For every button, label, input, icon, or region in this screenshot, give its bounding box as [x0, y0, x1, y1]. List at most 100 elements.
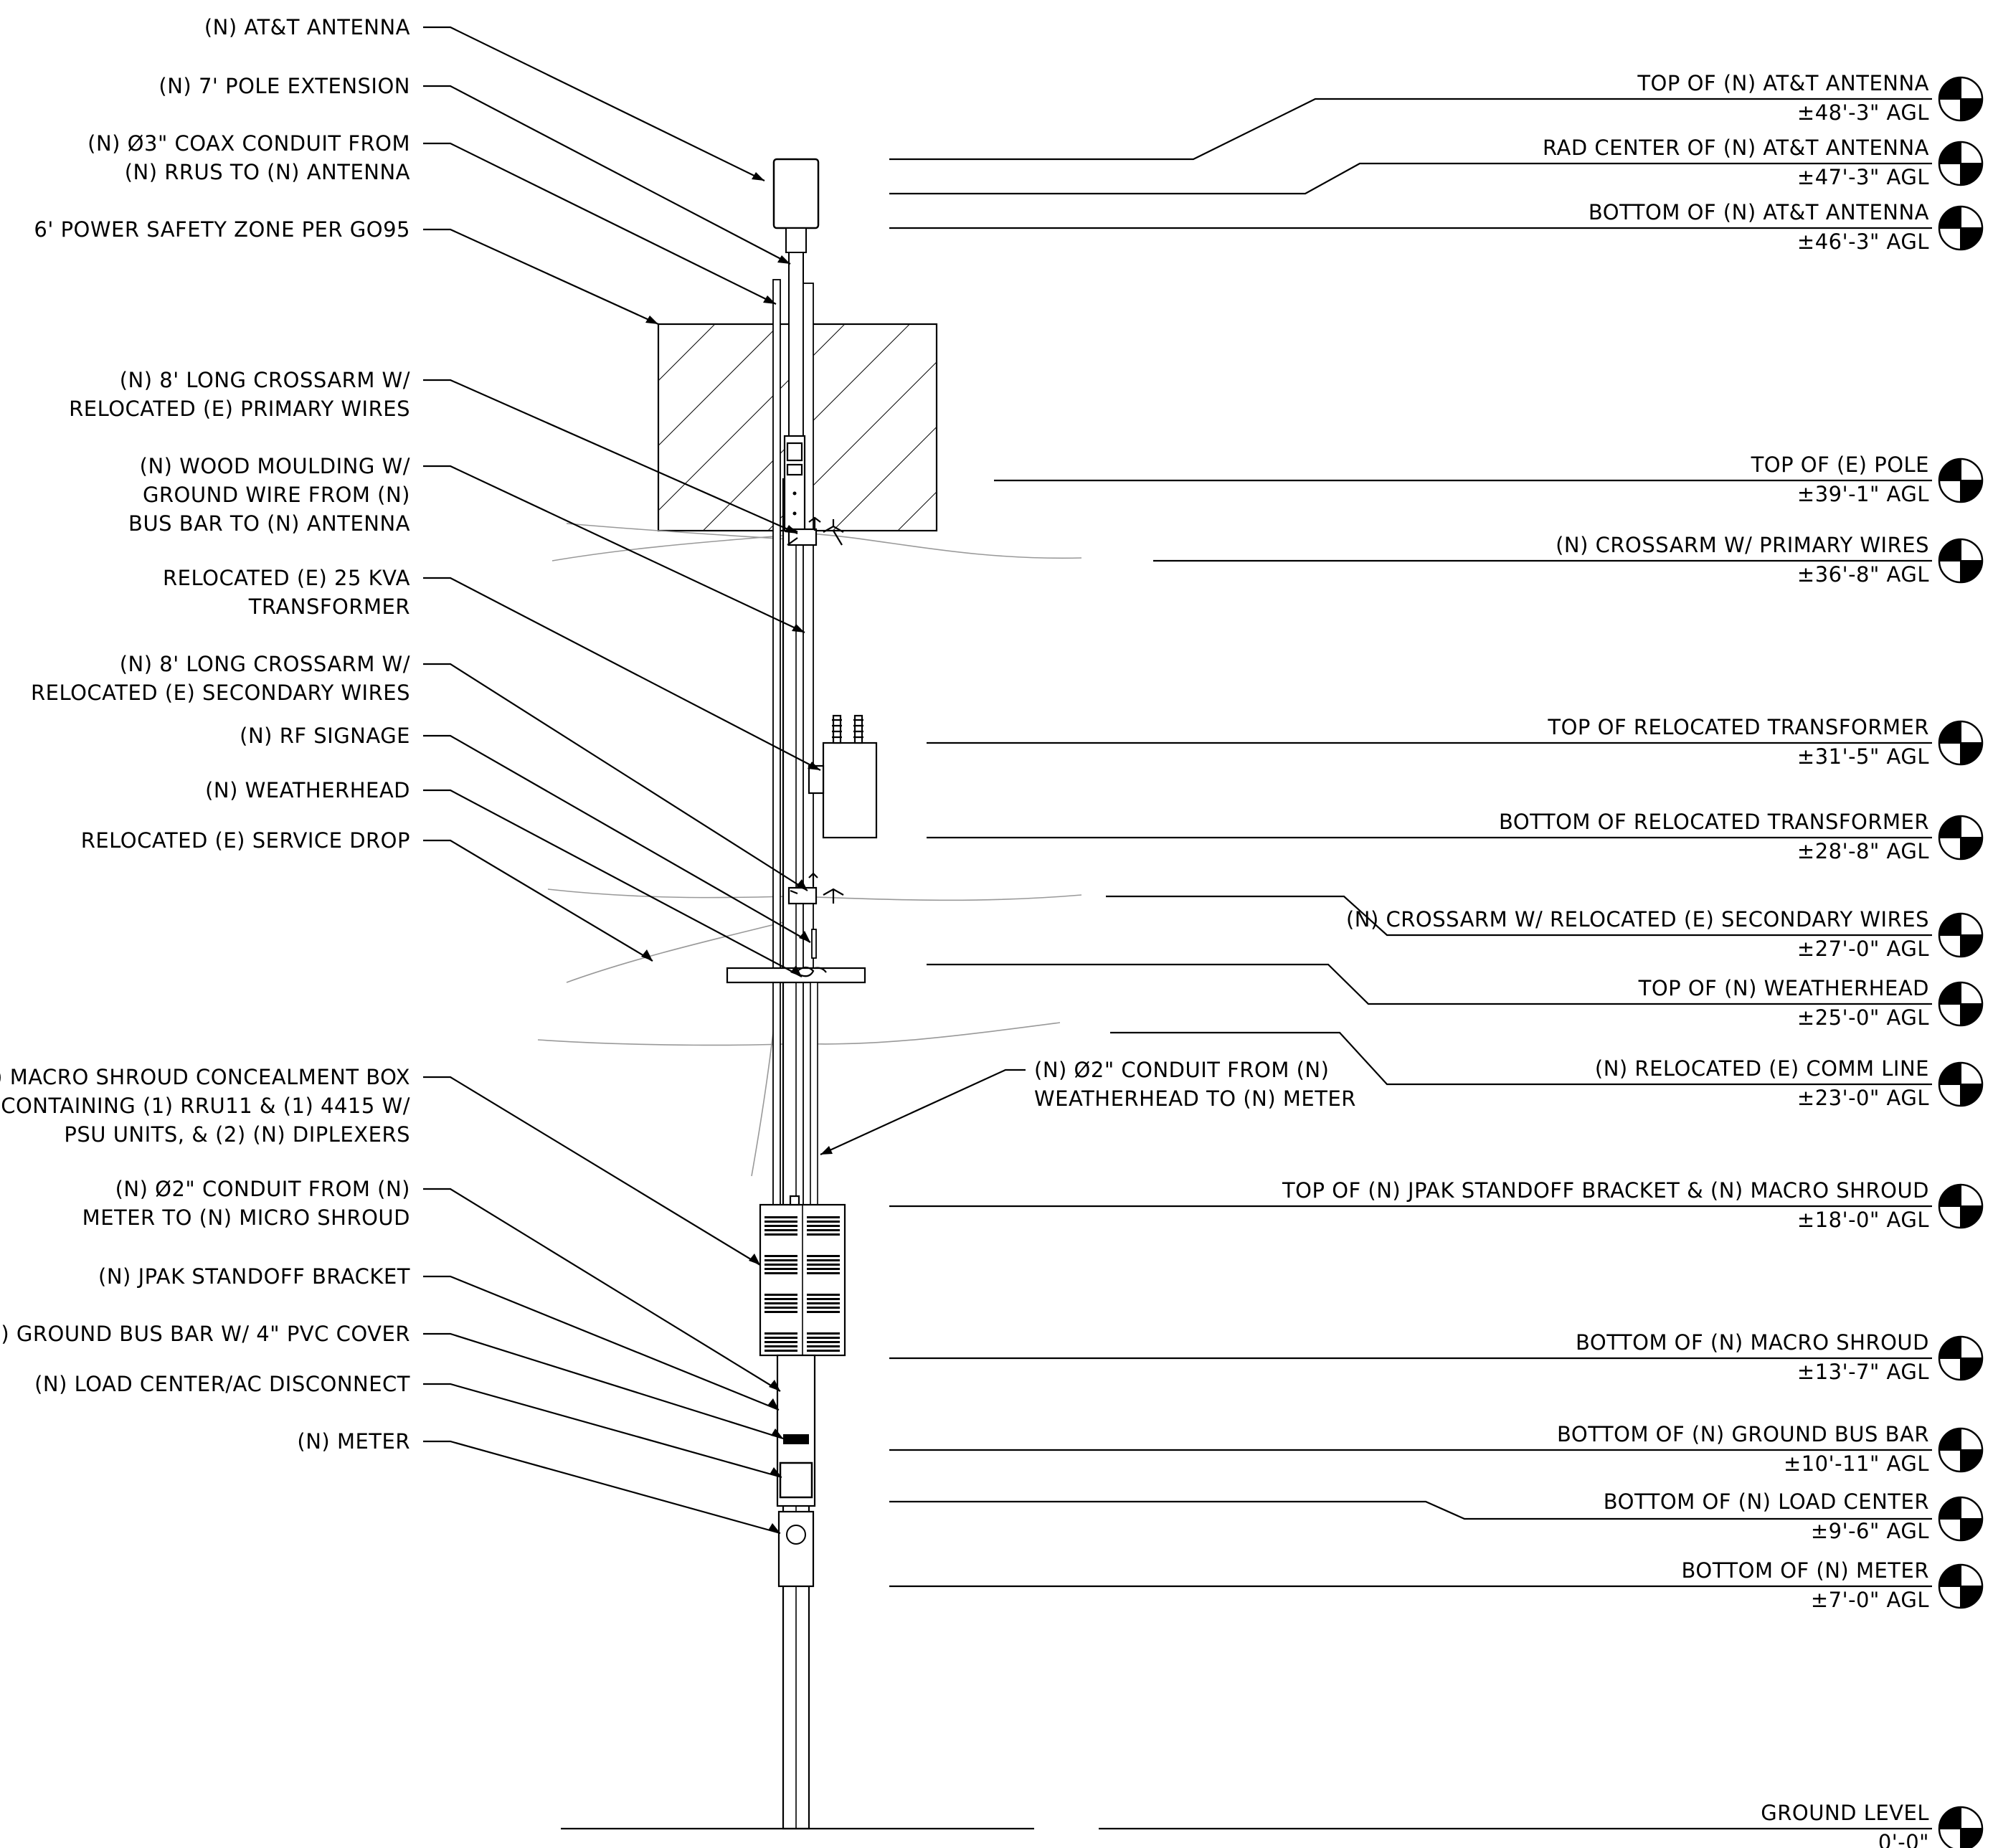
svg-text:BOTTOM OF (N) MACRO SHROUD: BOTTOM OF (N) MACRO SHROUD: [1576, 1330, 1929, 1355]
shroud-vent-slot: [807, 1268, 840, 1270]
elevation-bottom-antenna: BOTTOM OF (N) AT&T ANTENNA ±46'-3" AGL: [889, 200, 1932, 254]
elevation-datum-icon: [1938, 720, 1984, 766]
svg-text:(N) WOOD MOULDING W/: (N) WOOD MOULDING W/: [140, 454, 410, 478]
primary-wires: [566, 523, 790, 540]
svg-text:BOTTOM OF (N) GROUND BUS BAR: BOTTOM OF (N) GROUND BUS BAR: [1557, 1422, 1929, 1446]
elevation-datum-icon: [1938, 458, 1984, 503]
callout-macro-shroud: (N) MACRO SHROUD CONCEALMENT BOX CONTAIN…: [0, 1065, 761, 1266]
elevation-datum-icon: [1938, 1496, 1984, 1542]
elevation-datum-icon: [1938, 1061, 1984, 1107]
shroud-vent-slot: [764, 1233, 797, 1236]
elevation-markers: TOP OF (N) AT&T ANTENNA ±48'-3" AGL RAD …: [889, 71, 1932, 1848]
svg-text:CONTAINING (1) RRU11 & (1) 441: CONTAINING (1) RRU11 & (1) 4415 W/: [1, 1094, 410, 1118]
svg-text:(N) Ø3" COAX CONDUIT FROM: (N) Ø3" COAX CONDUIT FROM: [87, 131, 410, 156]
shroud-vent-slot: [807, 1264, 840, 1266]
svg-text:6' POWER SAFETY ZONE PER GO95: 6' POWER SAFETY ZONE PER GO95: [34, 217, 410, 242]
svg-text:METER TO (N) MICRO SHROUD: METER TO (N) MICRO SHROUD: [82, 1205, 410, 1230]
svg-text:RAD CENTER OF (N) AT&T ANTENNA: RAD CENTER OF (N) AT&T ANTENNA: [1543, 136, 1929, 160]
callout-rf-signage: (N) RF SIGNAGE: [240, 724, 811, 943]
svg-text:TOP OF RELOCATED TRANSFORMER: TOP OF RELOCATED TRANSFORMER: [1547, 715, 1929, 739]
svg-text:±48'-3" AGL: ±48'-3" AGL: [1797, 100, 1929, 125]
shroud-vent-slot: [764, 1255, 797, 1257]
svg-text:±10'-11" AGL: ±10'-11" AGL: [1784, 1451, 1929, 1476]
svg-text:TOP OF (N) WEATHERHEAD: TOP OF (N) WEATHERHEAD: [1638, 976, 1929, 1000]
elevation-crossarm-primary: (N) CROSSARM W/ PRIMARY WIRES ±36'-8" AG…: [1153, 533, 1932, 587]
elevation-top-pole: TOP OF (E) POLE ±39'-1" AGL: [994, 452, 1932, 506]
elevation-bottom-shroud: BOTTOM OF (N) MACRO SHROUD ±13'-7" AGL: [889, 1330, 1932, 1384]
shroud-vent-slot: [807, 1255, 840, 1257]
pole-top-bracket: [783, 435, 806, 532]
shroud-vent-slot: [764, 1294, 797, 1296]
elevation-datum-icon: [1938, 1183, 1984, 1229]
elevation-ground-level: GROUND LEVEL 0'-0": [1761, 1801, 1929, 1848]
elevation-datum-icon: [1938, 1563, 1984, 1609]
svg-text:±9'-6" AGL: ±9'-6" AGL: [1811, 1519, 1929, 1543]
svg-text:±36'-8" AGL: ±36'-8" AGL: [1797, 562, 1929, 587]
callout-coax-conduit: (N) Ø3" COAX CONDUIT FROM (N) RRUS TO (N…: [87, 131, 777, 305]
svg-text:±23'-0" AGL: ±23'-0" AGL: [1797, 1086, 1929, 1110]
shroud-vent-slot: [807, 1337, 840, 1339]
shroud-vent-slot: [764, 1225, 797, 1227]
datum-symbols: [1938, 76, 1984, 1848]
svg-text:(N) Ø2" CONDUIT FROM (N): (N) Ø2" CONDUIT FROM (N): [115, 1177, 410, 1201]
svg-text:BOTTOM OF (N) AT&T ANTENNA: BOTTOM OF (N) AT&T ANTENNA: [1589, 200, 1929, 224]
transformer-body: [808, 714, 878, 839]
svg-text:RELOCATED (E) PRIMARY WIRES: RELOCATED (E) PRIMARY WIRES: [69, 397, 410, 421]
elevation-datum-icon: [1938, 1335, 1984, 1381]
svg-text:(N) RRUS TO (N) ANTENNA: (N) RRUS TO (N) ANTENNA: [125, 160, 410, 184]
shroud-vent-slot: [764, 1272, 797, 1274]
shroud-vent-slot: [807, 1311, 840, 1313]
shroud-vent-slot: [807, 1345, 840, 1347]
elevation-datum-icon: [1938, 205, 1984, 251]
callout-crossarm-primary: (N) 8' LONG CROSSARM W/ RELOCATED (E) PR…: [69, 368, 798, 535]
shroud-vent-slot: [807, 1225, 840, 1227]
elevation-comm-line: (N) RELOCATED (E) COMM LINE ±23'-0" AGL: [1110, 1031, 1932, 1110]
shroud-vent-slot: [764, 1307, 797, 1309]
conduit-body: [810, 982, 818, 1207]
shroud-vent-slot: [807, 1298, 840, 1300]
callout-transformer: RELOCATED (E) 25 KVA TRANSFORMER: [163, 566, 821, 771]
svg-text:(N) Ø2" CONDUIT FROM (N): (N) Ø2" CONDUIT FROM (N): [1034, 1058, 1329, 1082]
elevation-top-transformer: TOP OF RELOCATED TRANSFORMER ±31'-5" AGL: [927, 715, 1932, 769]
svg-text:RELOCATED (E) 25 KVA: RELOCATED (E) 25 KVA: [163, 566, 410, 590]
elevation-bottom-transformer: BOTTOM OF RELOCATED TRANSFORMER ±28'-8" …: [927, 810, 1932, 863]
shroud-vent-slot: [807, 1341, 840, 1343]
elevation-bottom-meter: BOTTOM OF (N) METER ±7'-0" AGL: [889, 1558, 1932, 1612]
shroud-vent-slot: [807, 1229, 840, 1231]
shroud-vent-slot: [764, 1350, 797, 1352]
svg-text:(N) GROUND BUS BAR W/ 4" PVC C: (N) GROUND BUS BAR W/ 4" PVC COVER: [0, 1322, 410, 1346]
svg-text:(N) METER: (N) METER: [297, 1429, 410, 1454]
svg-text:(N) 8' LONG CROSSARM W/: (N) 8' LONG CROSSARM W/: [120, 368, 410, 392]
elevation-datum-icon: [1938, 1806, 1984, 1848]
svg-text:GROUND LEVEL: GROUND LEVEL: [1761, 1801, 1929, 1825]
svg-text:(N) AT&T ANTENNA: (N) AT&T ANTENNA: [204, 15, 410, 39]
elevation-datum-icon: [1938, 981, 1984, 1027]
svg-text:±31'-5" AGL: ±31'-5" AGL: [1797, 744, 1929, 769]
shroud-vent-slot: [807, 1233, 840, 1236]
callout-att-antenna: (N) AT&T ANTENNA: [204, 15, 765, 181]
svg-text:(N) LOAD CENTER/AC DISCONNECT: (N) LOAD CENTER/AC DISCONNECT: [34, 1372, 410, 1396]
svg-text:(N) JPAK STANDOFF BRACKET: (N) JPAK STANDOFF BRACKET: [98, 1264, 410, 1289]
wood-moulding: [772, 279, 781, 1205]
shroud-vent-slot: [764, 1229, 797, 1231]
svg-text:±39'-1" AGL: ±39'-1" AGL: [1797, 482, 1929, 506]
svg-text:±25'-0" AGL: ±25'-0" AGL: [1797, 1005, 1929, 1030]
callout-wood-moulding: (N) WOOD MOULDING W/ GROUND WIRE FROM (N…: [128, 454, 805, 633]
shroud-vent-slot: [807, 1221, 840, 1223]
shroud-vent-slot: [764, 1268, 797, 1270]
svg-text:RELOCATED (E) SECONDARY WIRES: RELOCATED (E) SECONDARY WIRES: [31, 681, 410, 705]
elevation-datum-icon: [1938, 76, 1984, 122]
shroud-vent-slot: [764, 1259, 797, 1261]
svg-text:(N) 8' LONG CROSSARM W/: (N) 8' LONG CROSSARM W/: [120, 652, 410, 676]
svg-text:(N) RF SIGNAGE: (N) RF SIGNAGE: [240, 724, 410, 748]
callout-meter: (N) METER: [297, 1429, 781, 1535]
svg-text:PSU UNITS, & (2) (N) DIPLEXERS: PSU UNITS, & (2) (N) DIPLEXERS: [64, 1122, 410, 1147]
callout-service-drop: RELOCATED (E) SERVICE DROP: [81, 828, 653, 962]
callout-jpak-bracket: (N) JPAK STANDOFF BRACKET: [98, 1264, 780, 1411]
shroud-vent-slot: [764, 1341, 797, 1343]
shroud-vent-slot: [807, 1272, 840, 1274]
callout-crossarm-secondary: (N) 8' LONG CROSSARM W/ RELOCATED (E) SE…: [31, 652, 808, 891]
svg-text:TOP OF (E) POLE: TOP OF (E) POLE: [1751, 452, 1929, 477]
shroud-vent-slot: [807, 1294, 840, 1296]
shroud-vent-slot: [807, 1350, 840, 1352]
